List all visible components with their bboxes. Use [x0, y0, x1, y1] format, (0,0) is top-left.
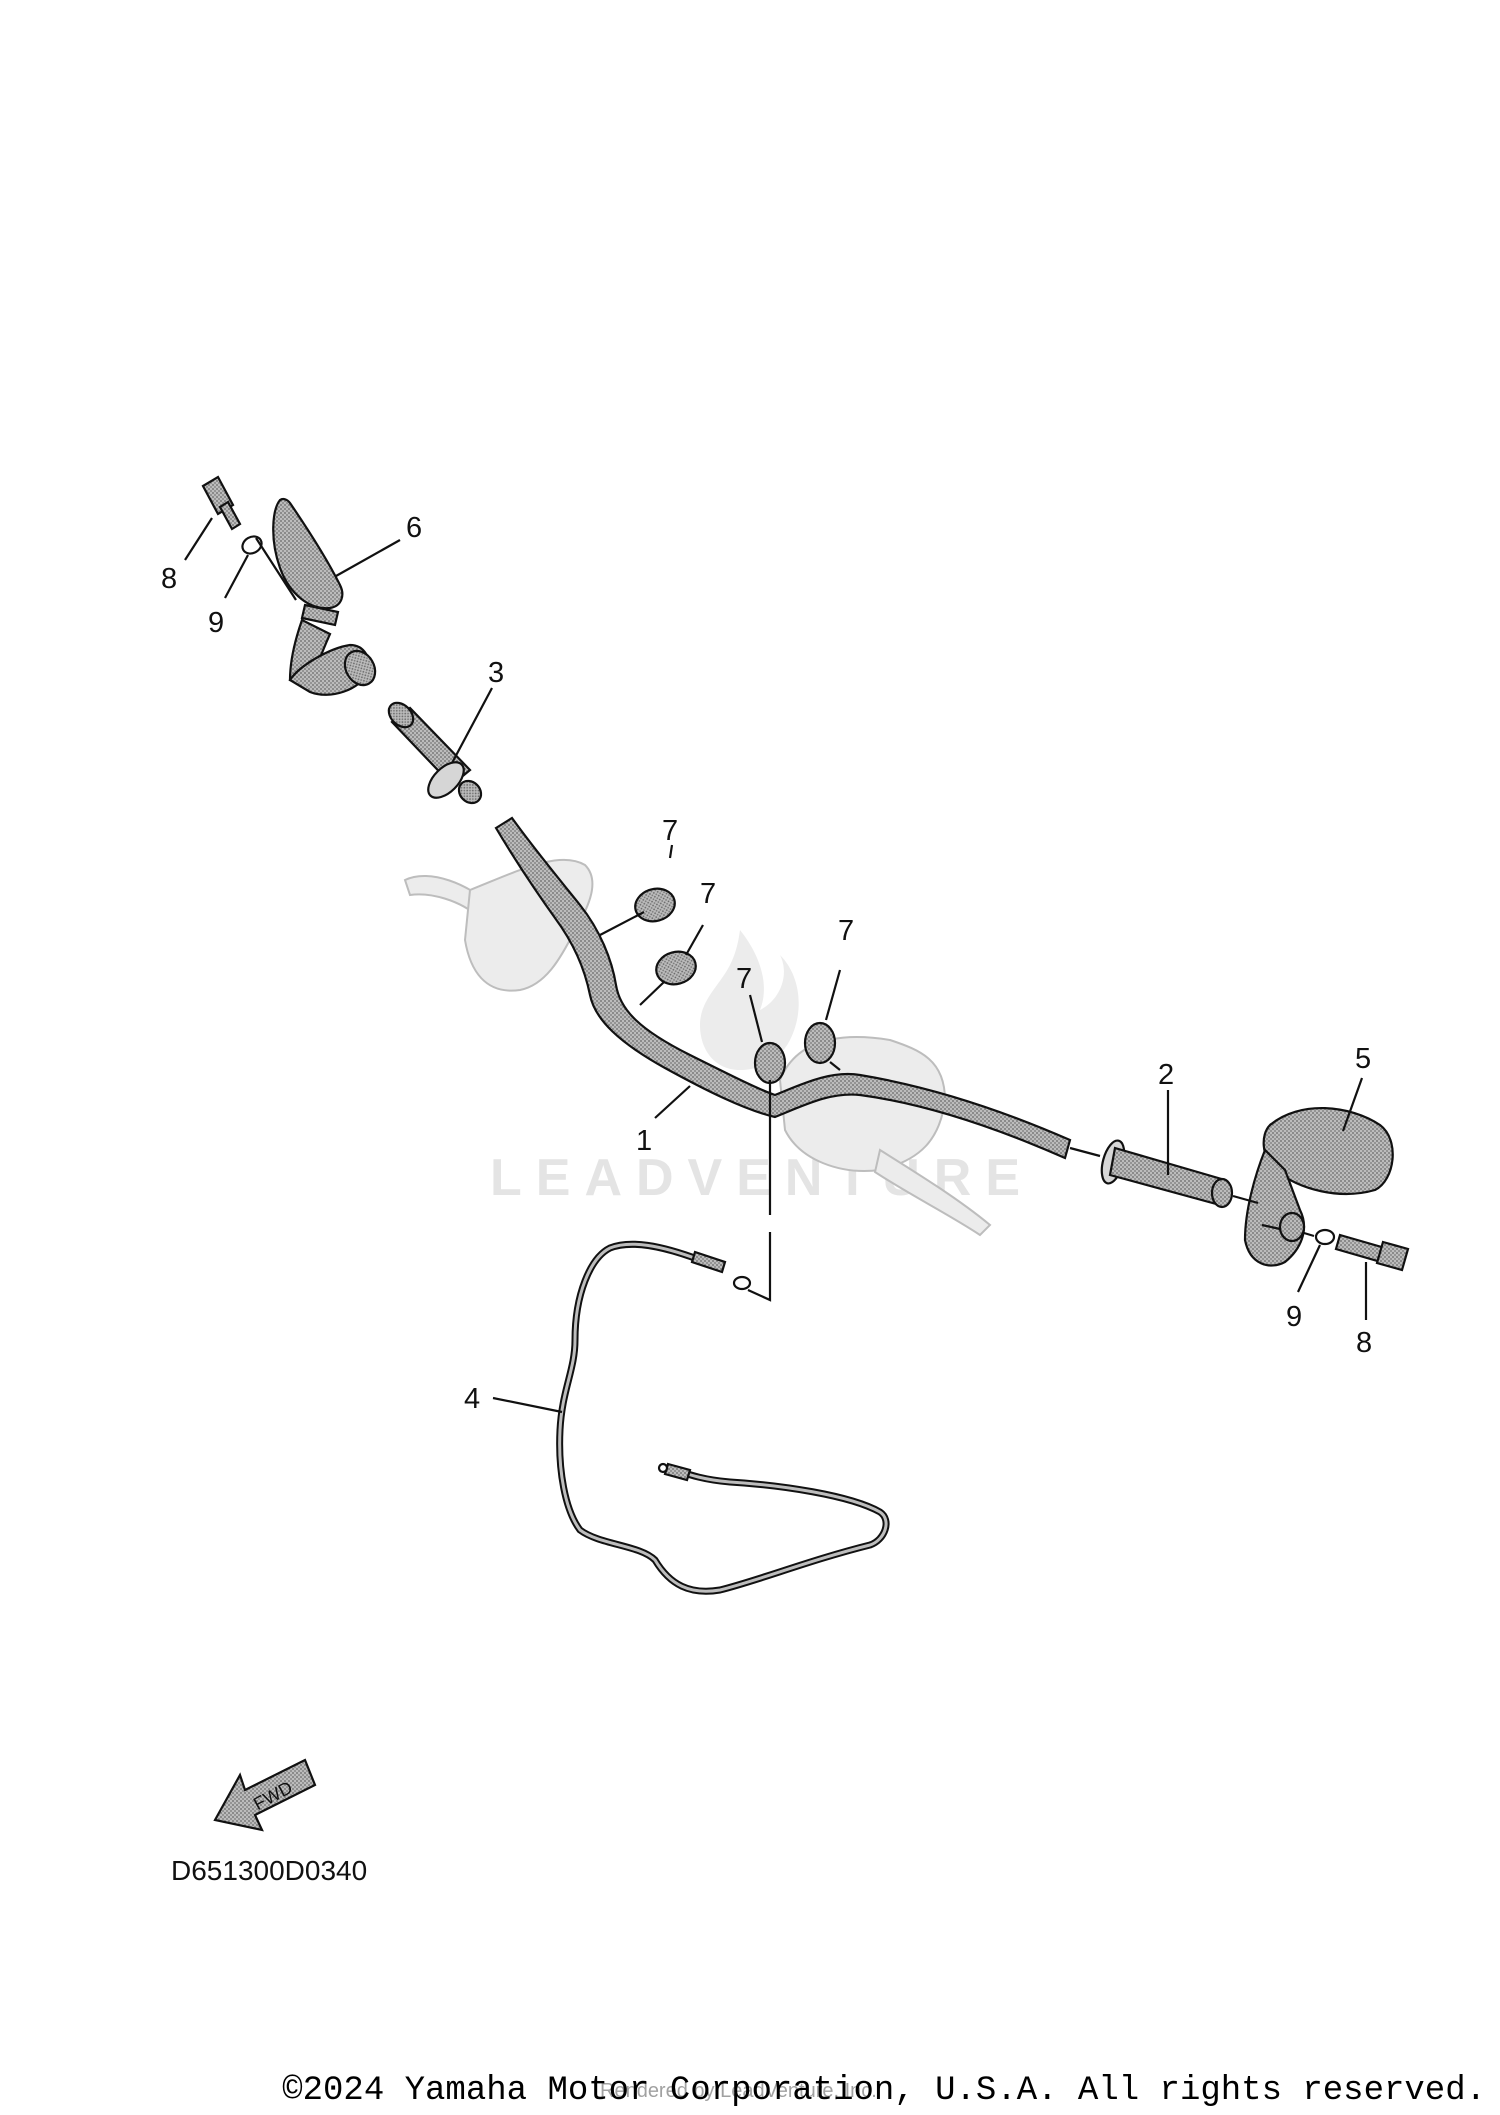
callout-9-right[interactable]: 9 — [1286, 1301, 1302, 1333]
ring-7-c[interactable] — [753, 1041, 787, 1085]
grip-3-left[interactable] — [384, 698, 486, 808]
callout-5[interactable]: 5 — [1355, 1043, 1371, 1075]
callout-1[interactable]: 1 — [636, 1125, 652, 1157]
callout-7-a[interactable]: 7 — [662, 815, 678, 847]
callout-6[interactable]: 6 — [406, 512, 422, 544]
diagram-code: D651300D0340 — [171, 1855, 368, 1886]
callout-8-right[interactable]: 8 — [1356, 1327, 1372, 1359]
cable-4[interactable] — [556, 1240, 890, 1595]
mirror-5-right[interactable] — [1243, 1107, 1394, 1267]
callout-2[interactable]: 2 — [1158, 1059, 1174, 1091]
callout-7-d[interactable]: 7 — [838, 915, 854, 947]
handlebar-1[interactable] — [494, 816, 1072, 1160]
callouts: 8 9 6 3 7 7 7 7 1 2 5 9 8 4 — [161, 512, 1372, 1415]
callout-7-c[interactable]: 7 — [736, 963, 752, 995]
fwd-arrow-icon: FWD — [213, 1758, 317, 1832]
callout-8-left[interactable]: 8 — [161, 563, 177, 595]
ring-7-d[interactable] — [803, 1021, 837, 1065]
bolt-8-left[interactable] — [201, 475, 242, 531]
callout-3[interactable]: 3 — [488, 657, 504, 689]
mirror-6-left[interactable] — [272, 497, 381, 696]
leader-lines — [184, 517, 1368, 1414]
copyright-text: ©2024 Yamaha Motor Corporation, U.S.A. A… — [282, 2072, 1486, 2110]
grip-2-right[interactable] — [1098, 1138, 1234, 1209]
rendered-by-text: Rendered by LeadVenture, Inc. — [600, 2080, 877, 2102]
bolt-8-right[interactable] — [1334, 1233, 1410, 1272]
watermark-logo — [700, 930, 799, 1070]
callout-7-b[interactable]: 7 — [700, 878, 716, 910]
ghost-right-master-cylinder — [778, 1035, 992, 1237]
ring-7-a[interactable] — [632, 884, 679, 925]
callout-9-left[interactable]: 9 — [208, 607, 224, 639]
callout-4[interactable]: 4 — [464, 1383, 480, 1415]
ring-7-b[interactable] — [653, 947, 700, 988]
washer-9-right[interactable] — [1314, 1228, 1336, 1246]
